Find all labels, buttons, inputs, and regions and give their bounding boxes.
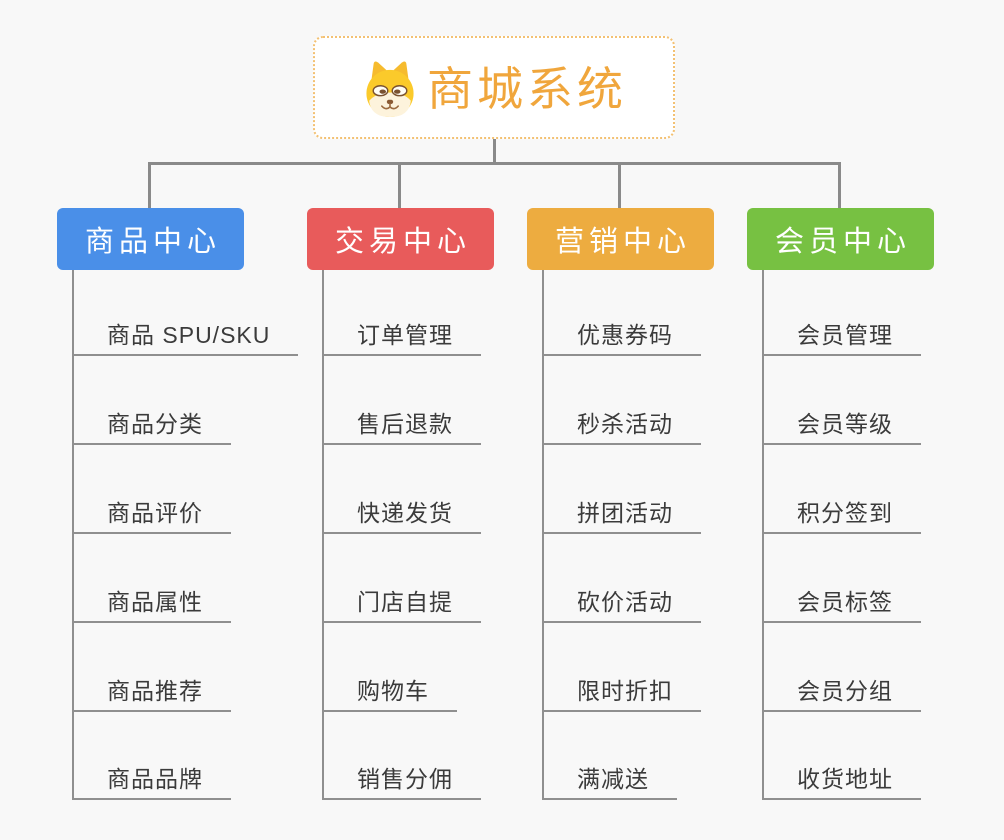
connector-root-stub: [493, 139, 496, 164]
branch-label: 营销中心: [554, 226, 691, 258]
subtopic-node[interactable]: 商品评价: [74, 501, 231, 534]
subtopic-node[interactable]: 砍价活动: [544, 590, 701, 623]
subtopic-node[interactable]: 商品 SPU/SKU: [74, 323, 299, 356]
subtopic-node[interactable]: 会员等级: [764, 412, 921, 445]
branch-column-product-center: 商品 SPU/SKU 商品分类 商品评价 商品属性 商品推荐 商品品牌: [72, 270, 324, 800]
connector-drop-marketing-center: [618, 162, 621, 208]
subtopic-node[interactable]: 商品品牌: [74, 767, 231, 800]
branch-column-trade-center: 订单管理 售后退款 快递发货 门店自提 购物车 销售分佣: [322, 270, 574, 800]
connector-drop-member-center: [838, 162, 841, 208]
branch-node-trade-center[interactable]: 交易中心: [307, 208, 494, 270]
subtopic-node[interactable]: 限时折扣: [544, 679, 701, 712]
shiba-dog-icon: [366, 60, 414, 117]
branch-column-marketing-center: 优惠券码 秒杀活动 拼团活动 砍价活动 限时折扣 满减送: [542, 270, 794, 800]
branch-label: 交易中心: [334, 226, 471, 258]
subtopic-node[interactable]: 门店自提: [324, 590, 481, 623]
subtopic-node[interactable]: 会员管理: [764, 323, 921, 356]
subtopic-node[interactable]: 拼团活动: [544, 501, 701, 534]
subtopic-node[interactable]: 积分签到: [764, 501, 921, 534]
branch-column-member-center: 会员管理 会员等级 积分签到 会员标签 会员分组 收货地址: [762, 270, 1004, 800]
subtopic-node[interactable]: 商品推荐: [74, 679, 231, 712]
branch-node-product-center[interactable]: 商品中心: [57, 208, 244, 270]
branch-label: 会员中心: [774, 226, 911, 258]
root-topic-title: 商城系统: [427, 62, 627, 115]
subtopic-node[interactable]: 商品属性: [74, 590, 231, 623]
subtopic-node[interactable]: 订单管理: [324, 323, 481, 356]
subtopic-node[interactable]: 购物车: [324, 679, 457, 712]
branch-label: 商品中心: [84, 226, 221, 258]
subtopic-node[interactable]: 快递发货: [324, 501, 481, 534]
branch-node-marketing-center[interactable]: 营销中心: [527, 208, 714, 270]
subtopic-node[interactable]: 商品分类: [74, 412, 231, 445]
connector-drop-trade-center: [398, 162, 401, 208]
subtopic-node[interactable]: 会员分组: [764, 679, 921, 712]
subtopic-node[interactable]: 会员标签: [764, 590, 921, 623]
subtopic-node[interactable]: 优惠券码: [544, 323, 701, 356]
subtopic-node[interactable]: 收货地址: [764, 767, 921, 800]
connector-drop-product-center: [148, 162, 151, 208]
subtopic-node[interactable]: 销售分佣: [324, 767, 481, 800]
root-topic-node[interactable]: 商城系统: [313, 36, 675, 139]
connector-horizontal-bus: [148, 162, 840, 165]
subtopic-node[interactable]: 满减送: [544, 767, 677, 800]
subtopic-node[interactable]: 秒杀活动: [544, 412, 701, 445]
subtopic-node[interactable]: 售后退款: [324, 412, 481, 445]
branch-node-member-center[interactable]: 会员中心: [747, 208, 934, 270]
